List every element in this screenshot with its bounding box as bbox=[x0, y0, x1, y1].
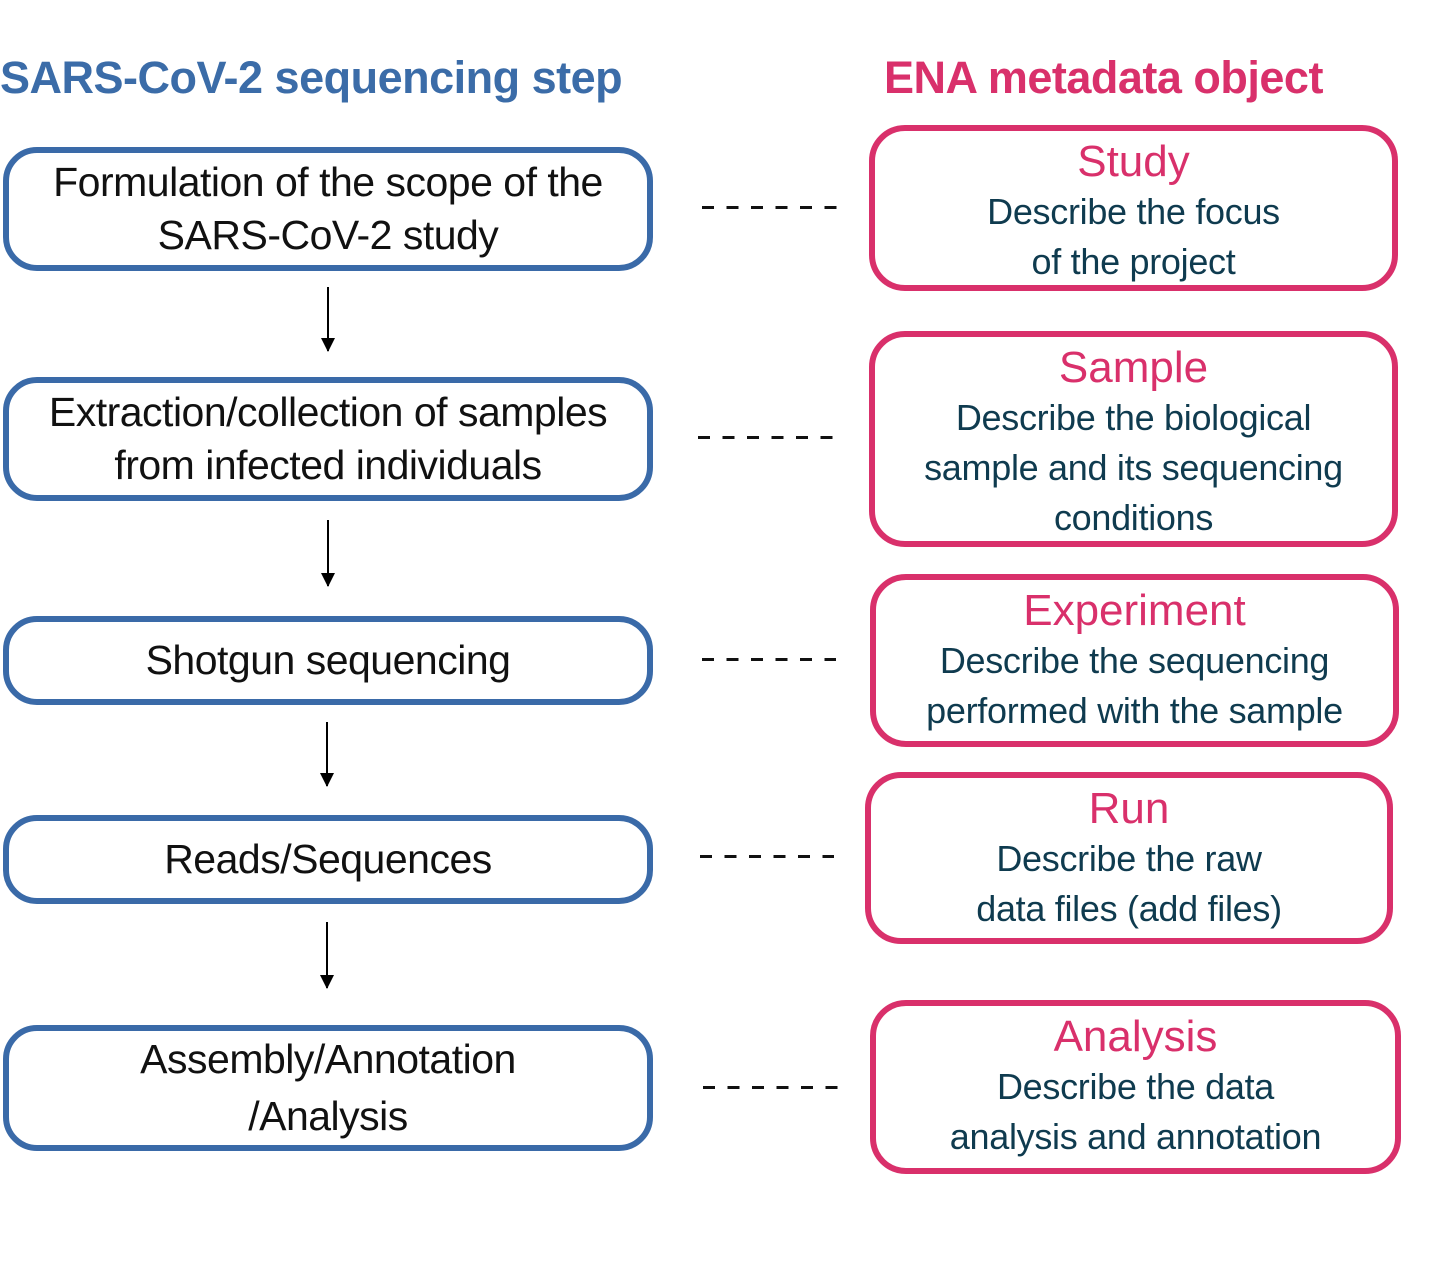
metadata-box-study: Study Describe the focus of the project bbox=[869, 125, 1398, 291]
dashed-connector bbox=[698, 436, 836, 439]
metadata-column-heading: ENA metadata object bbox=[884, 52, 1323, 103]
metadata-description: Describe the focus of the project bbox=[987, 191, 1280, 282]
metadata-title: Experiment bbox=[1023, 586, 1246, 635]
down-arrow-icon bbox=[321, 287, 335, 352]
metadata-description: Describe the raw data files (add files) bbox=[976, 838, 1282, 929]
metadata-description: Describe the data analysis and annotatio… bbox=[949, 1066, 1322, 1157]
step-box-scope: Formulation of the scope of the SARS-CoV… bbox=[3, 147, 653, 271]
metadata-title: Analysis bbox=[1053, 1012, 1218, 1061]
step-box-shotgun-sequencing: Shotgun sequencing bbox=[3, 616, 653, 705]
down-arrow-icon bbox=[320, 722, 334, 787]
step-box-extraction: Extraction/collection of samples from in… bbox=[3, 377, 653, 501]
step-box-assembly: Assembly/Annotation /Analysis bbox=[3, 1025, 653, 1151]
dashed-connector bbox=[703, 1086, 838, 1089]
metadata-description: Describe the sequencing performed with t… bbox=[926, 640, 1343, 731]
down-arrow-icon bbox=[320, 922, 334, 989]
step-label: Formulation of the scope of the SARS-CoV… bbox=[53, 159, 603, 258]
step-box-reads: Reads/Sequences bbox=[3, 815, 653, 904]
metadata-box-experiment: Experiment Describe the sequencing perfo… bbox=[870, 574, 1399, 747]
metadata-title: Sample bbox=[1058, 343, 1209, 392]
step-label: Extraction/collection of samples from in… bbox=[48, 389, 608, 488]
down-arrow-icon bbox=[321, 520, 335, 587]
metadata-box-analysis: Analysis Describe the data analysis and … bbox=[870, 1000, 1401, 1174]
metadata-title: Run bbox=[1088, 784, 1170, 833]
dashed-connector bbox=[702, 206, 838, 209]
metadata-box-run: Run Describe the raw data files (add fil… bbox=[865, 772, 1393, 944]
dashed-connector bbox=[702, 658, 836, 661]
steps-column-heading: SARS-CoV-2 sequencing step bbox=[0, 52, 623, 103]
metadata-box-sample: Sample Describe the biological sample an… bbox=[869, 331, 1398, 547]
step-label: Assembly/Annotation /Analysis bbox=[140, 1036, 516, 1139]
dashed-connector bbox=[700, 855, 834, 858]
step-label: Shotgun sequencing bbox=[145, 637, 511, 683]
metadata-description: Describe the biological sample and its s… bbox=[924, 397, 1343, 538]
metadata-title: Study bbox=[1077, 137, 1190, 186]
step-label: Reads/Sequences bbox=[164, 836, 492, 882]
